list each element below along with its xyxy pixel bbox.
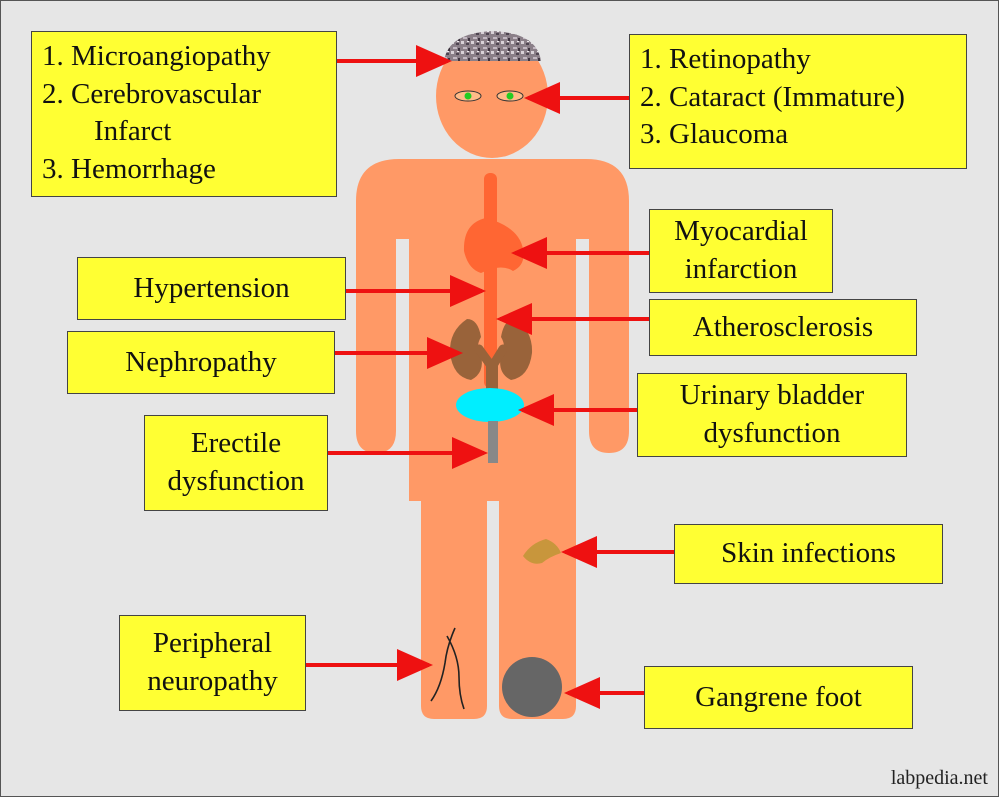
right-leg [499,481,576,719]
eye-item-3: 3. Glaucoma [640,118,789,151]
label-urinary-bladder-dysfunction: Urinary bladder dysfunction [637,373,907,457]
penis [488,421,498,463]
brain-item-2-cont: Infarct [94,115,172,148]
label-atherosclerosis: Atherosclerosis [649,299,917,356]
site-credit: labpedia.net [890,767,988,789]
atherosclerosis-text: Atherosclerosis [692,310,874,343]
erectile-line-2: dysfunction [167,465,305,497]
urinary-bladder [456,388,524,422]
brain-item-1: 1. Microangiopathy [42,40,271,72]
bladder-line-2: dysfunction [703,417,841,449]
brain-item-2: 2. Cerebrovascular [42,77,262,110]
left-leg [421,481,487,719]
right-eye-iris [506,92,514,100]
neuropathy-line-1: Peripheral [152,627,273,660]
label-skin-infections: Skin infections [674,524,943,584]
label-gangrene-foot: Gangrene foot [644,666,913,729]
label-peripheral-neuropathy: Peripheral neuropathy [119,615,306,711]
gangrene-lesion [502,657,562,717]
erectile-line-1: Erectile [190,427,282,460]
bladder-line-1: Urinary bladder [679,379,865,412]
neuropathy-nerves [430,627,465,710]
heart [463,218,524,273]
label-nephropathy: Nephropathy [67,331,335,394]
nephropathy-text: Nephropathy [125,345,277,378]
myocardial-line-2: infarction [684,253,798,285]
gangrene-text: Gangrene foot [695,680,862,713]
left-eye-iris [464,92,472,100]
label-brain-complications: 1. Microangiopathy 2. Cerebrovascular In… [31,31,337,197]
hypertension-text: Hypertension [133,271,290,304]
head [436,34,548,158]
ureter-stem [486,363,498,391]
skin-text: Skin infections [721,537,896,570]
skin-lesion [523,539,561,564]
label-hypertension: Hypertension [77,257,346,320]
label-eye-complications: 1. Retinopathy 2. Cataract (Immature) 3.… [629,34,967,169]
neuropathy-line-2: neuropathy [147,665,278,697]
eye-item-2: 2. Cataract (Immature) [640,80,905,113]
eye-item-1: 1. Retinopathy [640,43,811,75]
myocardial-line-1: Myocardial [674,215,808,248]
brain-item-3: 3. Hemorrhage [42,153,216,186]
label-myocardial-infarction: Myocardial infarction [649,209,833,293]
brain-cap [444,31,541,61]
label-erectile-dysfunction: Erectile dysfunction [144,415,328,511]
